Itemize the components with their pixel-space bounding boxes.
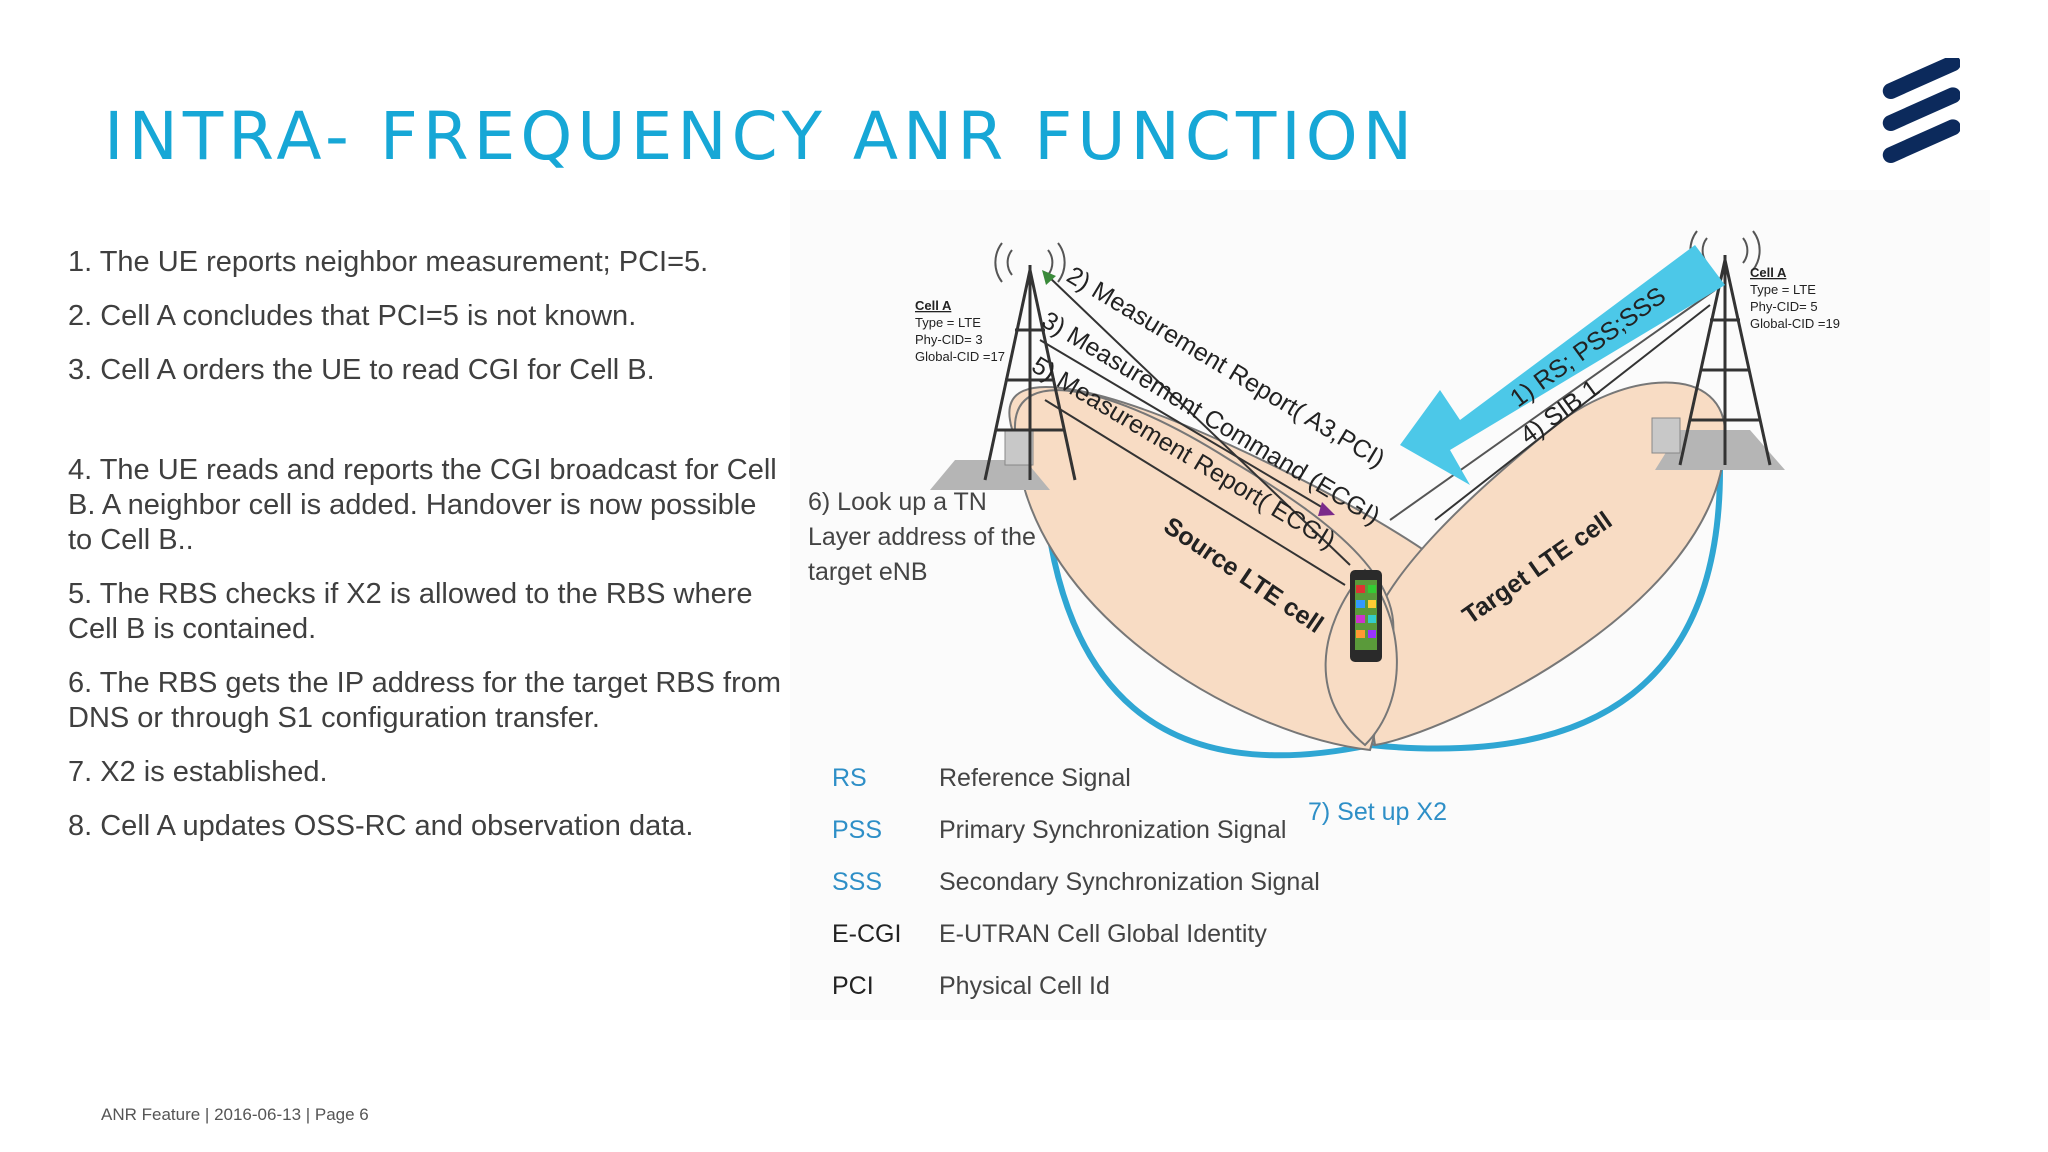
step-item: 4. The UE reads and reports the CGI broa… (68, 454, 777, 556)
legend-row: PCI Physical Cell Id (832, 960, 1320, 1012)
ericsson-logo-icon (1882, 58, 1960, 164)
msg-1-arrow (1400, 245, 1725, 485)
steps-list: 1. The UE reports neighbor measurement; … (68, 245, 788, 863)
left-base-station-icon (930, 242, 1077, 490)
legend-row: SSS Secondary Synchronization Signal (832, 856, 1320, 908)
left-cell-info-line: Phy-CID= 3 (915, 332, 983, 347)
anr-diagram: Cell A Type = LTE Phy-CID= 3 Global-CID … (790, 190, 1990, 1020)
msg-7-label: 7) Set up X2 (1308, 798, 1447, 826)
left-cell-info-line: Global-CID =17 (915, 349, 1005, 364)
msg-6-line: target eNB (808, 558, 928, 586)
legend-abbr: E-CGI (832, 919, 902, 948)
msg-6-line: 6) Look up a TN (808, 488, 987, 516)
right-cell-info-line: Phy-CID= 5 (1750, 299, 1818, 314)
step-item: 7. X2 is established. (68, 756, 328, 788)
msg-2-arrow (1047, 275, 1351, 566)
msg-3-arrow (1039, 339, 1331, 513)
step-item: 1. The UE reports neighbor measurement; … (68, 246, 709, 278)
right-cell-info-line: Type = LTE (1750, 282, 1816, 297)
step-item: 3. Cell A orders the UE to read CGI for … (68, 354, 655, 386)
legend-row: E-CGI E-UTRAN Cell Global Identity (832, 908, 1320, 960)
msg-4-arrow (1434, 304, 1711, 521)
legend-row: RS Reference Signal (832, 752, 1320, 804)
legend-row: PSS Primary Synchronization Signal (832, 804, 1320, 856)
page-title: Intra- frequency ANR function (104, 98, 1418, 175)
msg-1-line (1389, 289, 1716, 521)
step-item: 6. The RBS gets the IP address for the t… (68, 667, 782, 734)
legend-meaning: E-UTRAN Cell Global Identity (939, 919, 1267, 948)
step-item: 5. The RBS checks if X2 is allowed to th… (68, 578, 753, 645)
legend-meaning: Secondary Synchronization Signal (939, 867, 1320, 896)
legend-meaning: Primary Synchronization Signal (939, 815, 1287, 844)
right-cell-info: Cell A Type = LTE Phy-CID= 5 Global-CID … (1750, 265, 1840, 331)
left-cell-info: Cell A Type = LTE Phy-CID= 3 Global-CID … (915, 298, 1005, 364)
left-cell-info-line: Type = LTE (915, 315, 981, 330)
legend-abbr: PSS (832, 815, 883, 844)
legend-abbr: RS (832, 763, 867, 792)
ue-phone-icon (1350, 570, 1382, 662)
right-cell-info-line: Cell A (1750, 265, 1787, 280)
right-base-station-icon (1651, 230, 1785, 470)
right-cell-info-line: Global-CID =19 (1750, 316, 1840, 331)
legend-meaning: Reference Signal (939, 763, 1131, 792)
legend-meaning: Physical Cell Id (939, 971, 1110, 1000)
msg-5-arrow (1044, 399, 1346, 586)
step-item: 2. Cell A concludes that PCI=5 is not kn… (68, 300, 637, 332)
legend-abbr: SSS (832, 867, 883, 896)
msg-6-line: Layer address of the (808, 523, 1036, 551)
legend-abbr: PCI (832, 971, 874, 1000)
step-item: 8. Cell A updates OSS-RC and observation… (68, 810, 694, 842)
footer: ANR Feature | 2016-06-13 | Page 6 (101, 1105, 369, 1124)
msg-6-label: 6) Look up a TN Layer address of the tar… (808, 488, 1036, 586)
left-cell-info-line: Cell A (915, 298, 952, 313)
legend: RS Reference Signal PSS Primary Synchron… (832, 752, 1320, 1012)
